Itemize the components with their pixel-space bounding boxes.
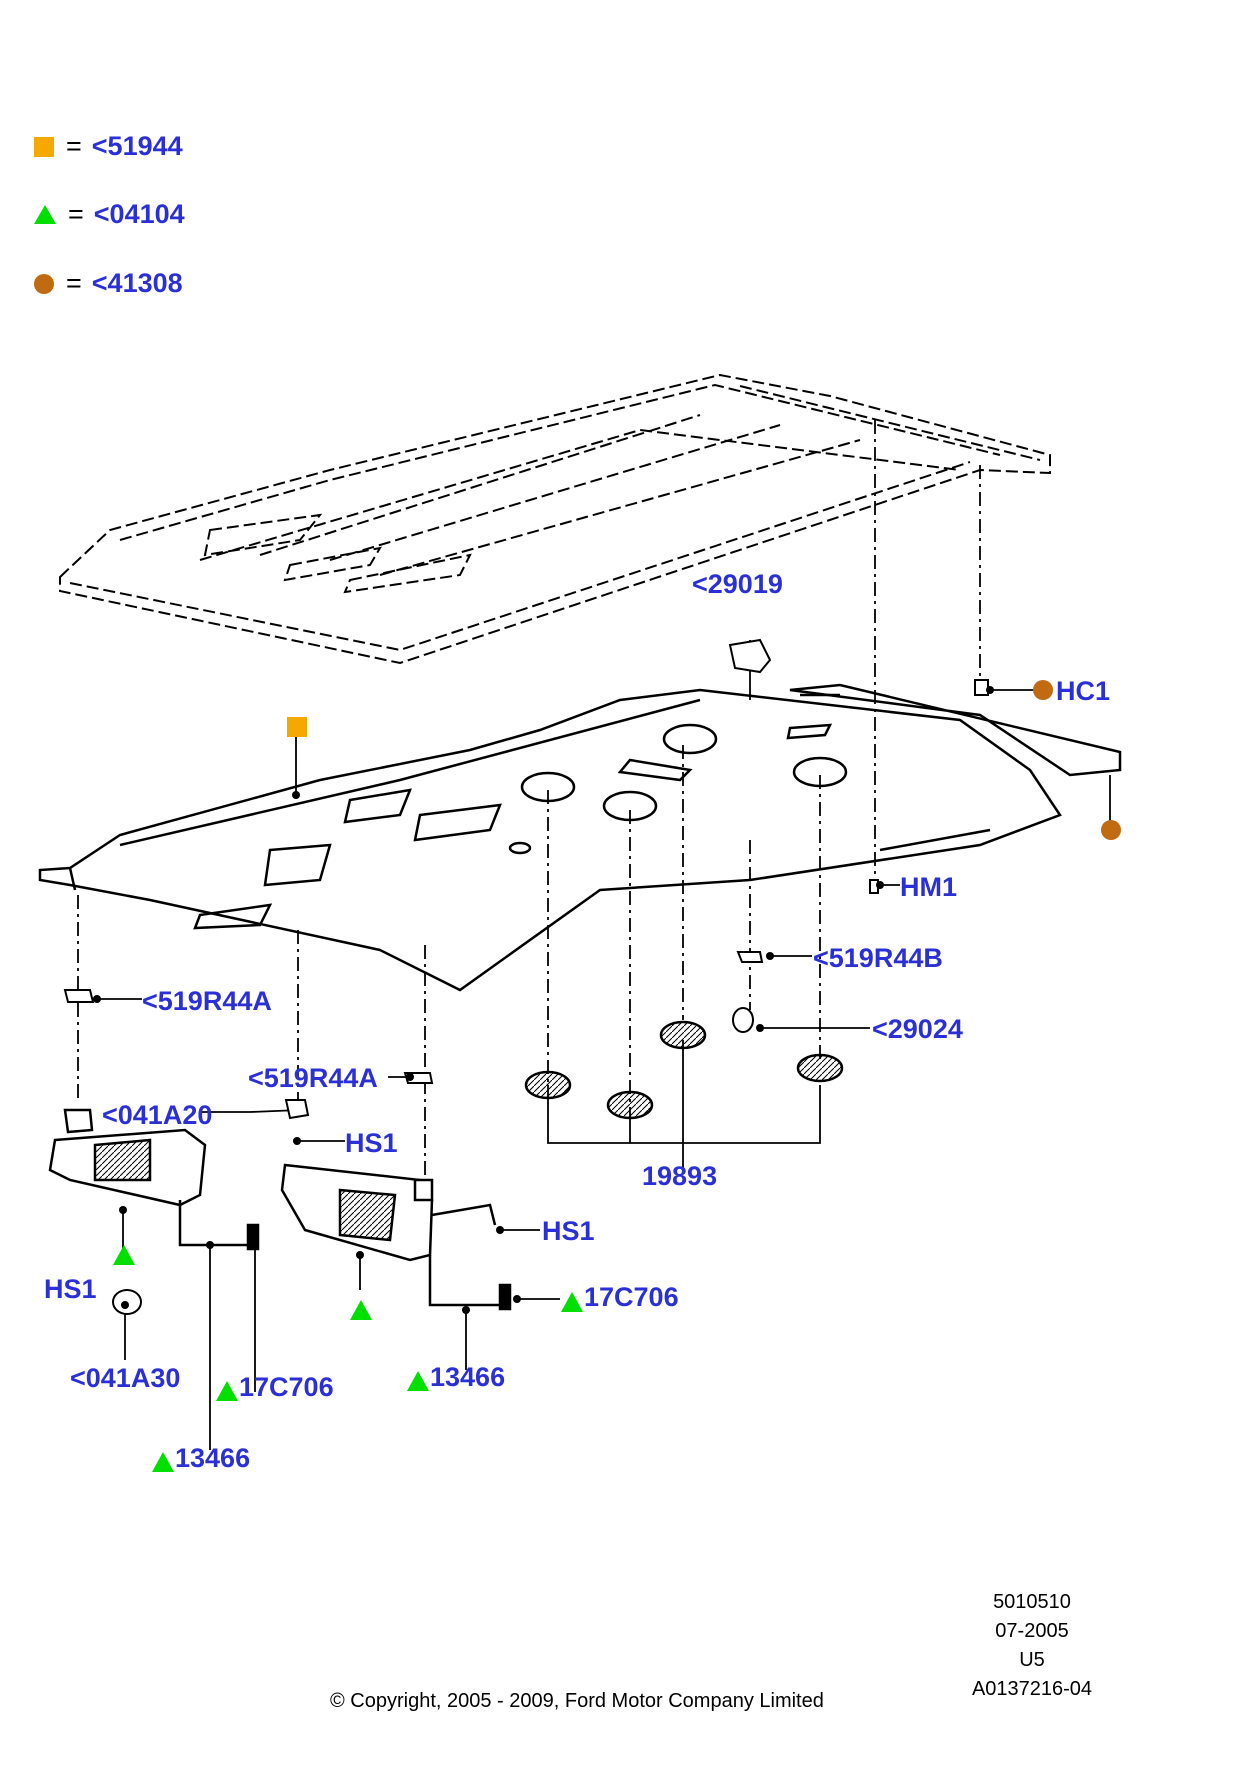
triangle-symbol-icon xyxy=(34,205,56,224)
small-parts xyxy=(63,638,989,1315)
reference-model: U5 xyxy=(1019,1649,1045,1671)
label-13466-left: 13466 xyxy=(175,1443,250,1473)
reference-number: 5010510 xyxy=(993,1591,1071,1613)
part-labels: <29019 HC1 HM1 <519R44B <29024 <519R44A … xyxy=(44,569,1110,1473)
circle-symbol-icon xyxy=(1033,680,1053,700)
clip-519r44a-left xyxy=(63,989,95,1003)
label-29024: <29024 xyxy=(872,1014,963,1044)
drawing-reference-block: 5010510 07-2005 U5 A0137216-04 xyxy=(932,1588,1132,1704)
headliner xyxy=(38,688,1062,992)
label-519r44a-mid: <519R44A xyxy=(248,1063,378,1093)
label-041a20: <041A20 xyxy=(102,1100,212,1130)
triangle-symbol-icon xyxy=(113,1245,135,1265)
label-hs1-right: HS1 xyxy=(542,1216,595,1246)
square-symbol-icon xyxy=(34,136,54,157)
label-19893: 19893 xyxy=(642,1161,717,1191)
legend-square-text: <51944 xyxy=(91,131,183,161)
clip-hc1 xyxy=(974,679,989,696)
label-hc1: HC1 xyxy=(1056,676,1110,706)
legend-triangle-text: <04104 xyxy=(93,199,185,229)
screw-hm1 xyxy=(869,879,879,894)
legend-row-circle: = <41308 xyxy=(34,268,183,299)
label-519r44b: <519R44B xyxy=(813,943,943,973)
label-29019: <29019 xyxy=(692,569,783,599)
equals-sign: = xyxy=(66,131,82,161)
leader-lines xyxy=(90,640,1111,1450)
label-13466-right: 13466 xyxy=(430,1362,505,1392)
label-hs1-left: HS1 xyxy=(44,1274,97,1304)
diagram-symbols xyxy=(113,680,1121,1472)
reference-code: A0137216-04 xyxy=(971,1678,1093,1700)
square-symbol-icon xyxy=(287,717,307,737)
triangle-symbol-icon xyxy=(216,1381,238,1401)
clip-29019 xyxy=(728,638,772,674)
connector-dots xyxy=(93,686,1114,1314)
clip-041a20 xyxy=(284,1099,310,1120)
sun-visor-left xyxy=(48,1108,260,1251)
triangle-symbol-icon xyxy=(350,1300,372,1320)
triangle-symbol-icon xyxy=(407,1371,429,1391)
clip-519r44b xyxy=(736,951,764,963)
label-041a30: <041A30 xyxy=(70,1363,180,1393)
copyright-notice: © Copyright, 2005 - 2009, Ford Motor Com… xyxy=(330,1690,824,1712)
air-vents-19893 xyxy=(524,1020,844,1120)
triangle-symbol-icon xyxy=(152,1452,174,1472)
label-hs1-mid: HS1 xyxy=(345,1128,398,1158)
side-trim-panel xyxy=(789,683,1122,777)
sun-visor-right xyxy=(280,1163,512,1311)
roof-panel xyxy=(59,373,1051,665)
label-17c706-left: 17C706 xyxy=(239,1372,334,1402)
label-hm1: HM1 xyxy=(900,872,957,902)
circle-symbol-icon xyxy=(34,273,54,294)
label-17c706-right: 17C706 xyxy=(584,1282,679,1312)
legend-row-square: = <51944 xyxy=(34,131,183,162)
equals-sign: = xyxy=(66,268,82,298)
legend-row-triangle: = <04104 xyxy=(34,199,185,230)
equals-sign: = xyxy=(68,199,84,229)
clip-29024 xyxy=(732,1007,754,1033)
label-519r44a-left: <519R44A xyxy=(142,986,272,1016)
triangle-symbol-icon xyxy=(561,1292,583,1312)
circle-symbol-icon xyxy=(1101,820,1121,840)
reference-date: 07-2005 xyxy=(995,1620,1069,1642)
legend-circle-text: <41308 xyxy=(91,268,183,298)
